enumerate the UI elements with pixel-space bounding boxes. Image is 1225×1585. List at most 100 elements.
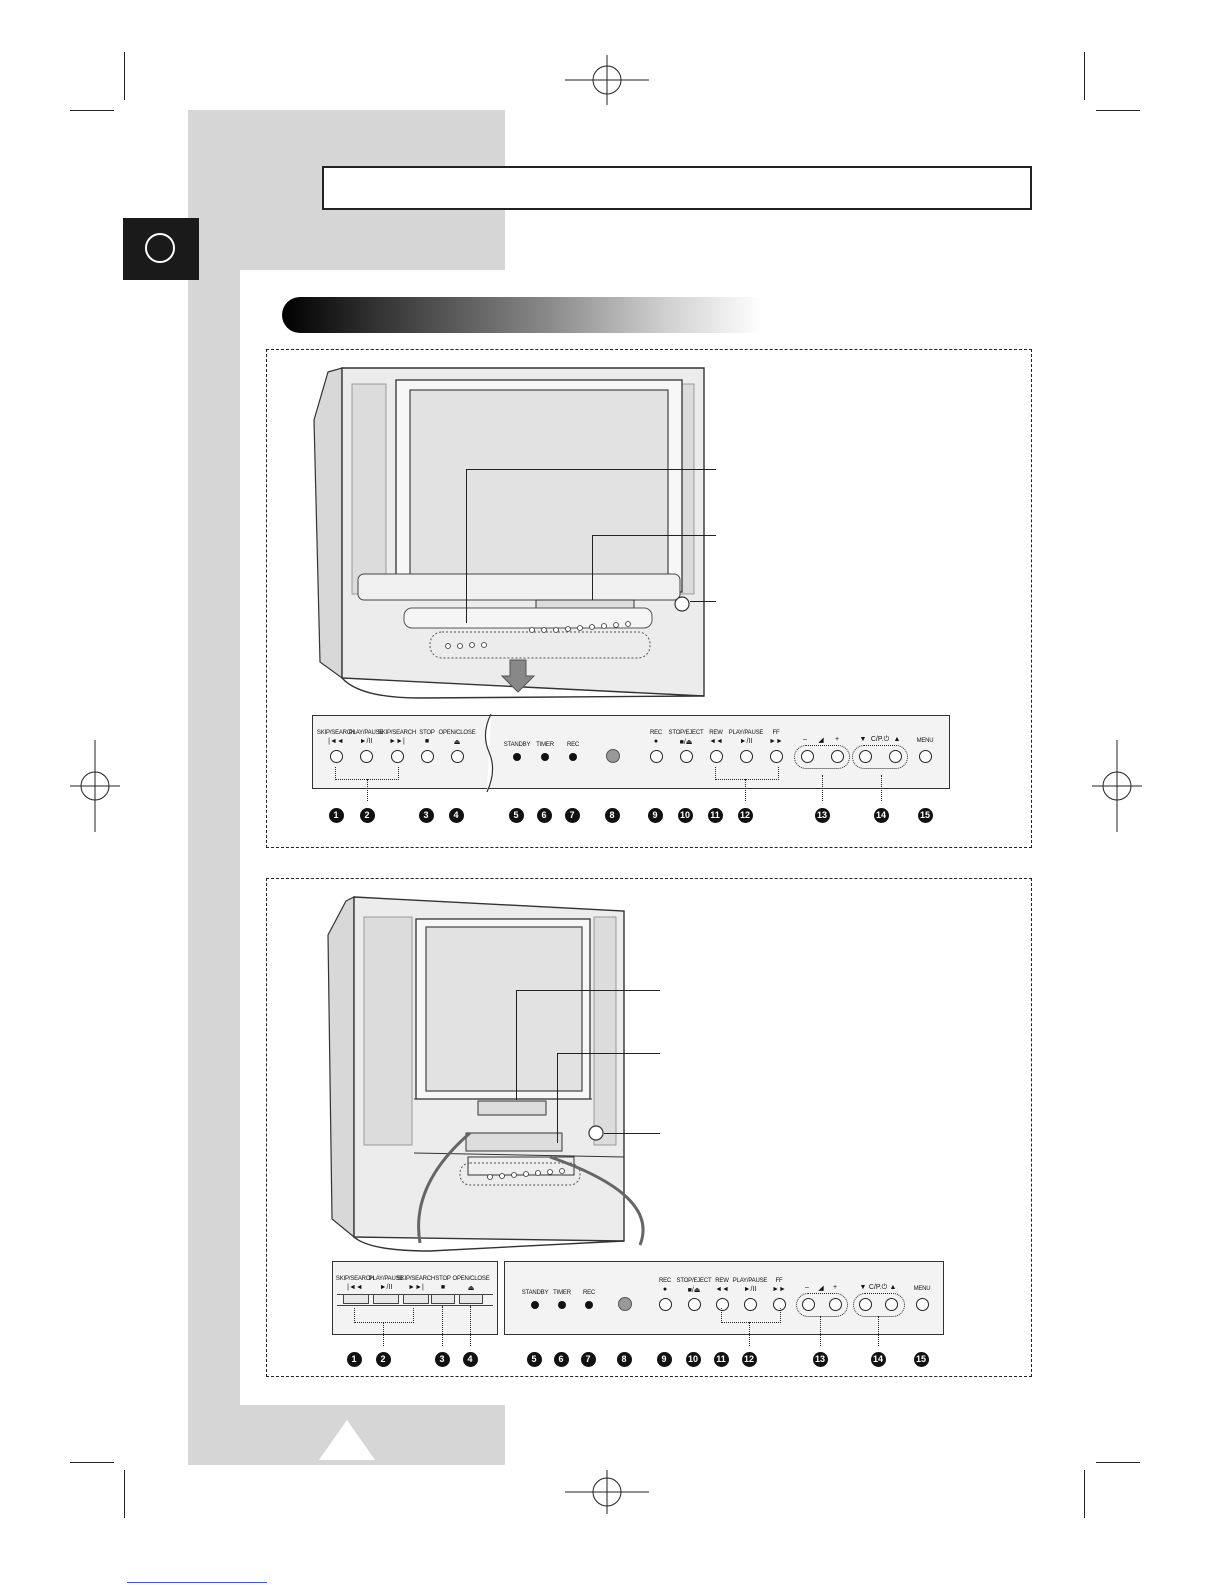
front-panel-model-a: SKIP/SEARCH |◄◄ PLAY/PAUSE ►/II SKIP/SEA… (312, 714, 950, 792)
callout-number: 2 (375, 1352, 391, 1367)
skip-back-button[interactable] (343, 1294, 369, 1304)
stop-button[interactable] (420, 750, 434, 763)
rew-button[interactable] (709, 750, 723, 763)
volume-up-button[interactable] (828, 1298, 842, 1311)
ff-button[interactable] (769, 750, 783, 763)
callout-line (592, 535, 716, 536)
play-pause-button[interactable] (373, 1294, 399, 1304)
callout-number: 13 (814, 808, 830, 823)
standby-label: STANDBY (503, 742, 531, 748)
crop-mark (1084, 52, 1085, 100)
section-heading-bar (282, 297, 762, 333)
menu-button[interactable] (915, 1298, 929, 1311)
callout-number: 3 (418, 808, 434, 823)
stop-label: STOP (419, 730, 435, 736)
skip-forward-button[interactable] (390, 750, 404, 763)
play-pause-symbol: ►/II (379, 1284, 393, 1291)
timer-label: TIMER (536, 742, 554, 748)
skip-back-label: SKIP/SEARCH (316, 730, 356, 736)
tv-illustration-model-b (327, 896, 645, 1252)
callout-number: 11 (713, 1352, 729, 1367)
play-pause-button[interactable] (359, 750, 373, 763)
rew-label: REW (709, 730, 723, 736)
open-close-button[interactable] (450, 750, 464, 763)
skip-forward-symbol: ►►| (389, 738, 405, 745)
channel-down-label: ▼ (859, 1284, 867, 1291)
channel-label: C/P.⏻ (868, 1284, 888, 1291)
callout-number: 11 (707, 808, 723, 823)
rew-label: REW (715, 1278, 729, 1284)
bracket-line (822, 775, 823, 801)
ff-button[interactable] (772, 1298, 786, 1311)
skip-forward-symbol: ►►| (408, 1284, 424, 1291)
callout-number: 12 (737, 808, 753, 823)
open-close-button[interactable] (459, 1294, 483, 1304)
remote-sensor (618, 1297, 632, 1311)
callout-number: 1 (328, 808, 344, 823)
vcr-play-pause-button[interactable] (743, 1298, 757, 1311)
channel-up-button[interactable] (888, 750, 902, 763)
volume-plus-label: + (834, 736, 840, 743)
channel-up-label: ▲ (893, 736, 901, 743)
rec-indicator-label: REC (566, 742, 580, 748)
volume-icon: ◢ (818, 1285, 824, 1292)
volume-down-button[interactable] (800, 750, 814, 763)
stop-button[interactable] (431, 1294, 455, 1304)
language-circle-icon (145, 233, 175, 263)
callout-line (516, 990, 660, 991)
callout-line (604, 1133, 660, 1134)
skip-forward-button[interactable] (403, 1294, 429, 1304)
stop-eject-symbol: ■/⏏ (687, 1287, 701, 1294)
callout-number: 4 (462, 1352, 478, 1367)
rec-indicator (569, 753, 577, 761)
callout-number: 14 (873, 808, 889, 823)
timer-label: TIMER (553, 1290, 571, 1296)
bracket-line (367, 779, 368, 801)
callout-line (466, 469, 467, 623)
open-close-symbol: ⏏ (453, 739, 461, 746)
rec-label: REC (649, 730, 663, 736)
play-pause-symbol: ►/II (359, 738, 373, 745)
callout-number: 10 (677, 808, 693, 823)
tv-illustration-model-a (313, 367, 705, 699)
callout-line (557, 1053, 660, 1054)
channel-up-button[interactable] (884, 1298, 898, 1311)
footer-underline (127, 1582, 267, 1583)
stop-eject-button[interactable] (679, 750, 693, 763)
volume-down-button[interactable] (801, 1298, 815, 1311)
front-panel-model-b-tray: SKIP/SEARCH |◄◄ PLAY/PAUSE ►/II SKIP/SEA… (332, 1261, 498, 1335)
panel-break-icon (484, 714, 494, 792)
callout-number: 5 (508, 808, 524, 823)
ff-label: FF (775, 1278, 783, 1284)
timer-indicator (558, 1301, 566, 1309)
skip-back-button[interactable] (329, 750, 343, 763)
remote-sensor (606, 749, 620, 763)
rec-button[interactable] (658, 1298, 672, 1311)
bracket-line (745, 779, 746, 801)
vcr-play-pause-button[interactable] (739, 750, 753, 763)
stop-eject-button[interactable] (687, 1298, 701, 1311)
rec-button[interactable] (649, 750, 663, 763)
crop-mark (124, 1470, 125, 1518)
bracket-line (470, 1306, 471, 1346)
callout-number: 6 (536, 808, 552, 823)
callout-number: 3 (434, 1352, 450, 1367)
play-pause-label: PLAY/PAUSE (348, 730, 384, 736)
bracket-line (383, 1322, 384, 1346)
menu-button[interactable] (918, 750, 932, 763)
language-tab (123, 218, 199, 280)
channel-down-button[interactable] (858, 750, 872, 763)
channel-down-button[interactable] (858, 1298, 872, 1311)
ff-label: FF (772, 730, 780, 736)
bracket-line (721, 1308, 781, 1323)
rew-button[interactable] (715, 1298, 729, 1311)
volume-up-button[interactable] (830, 750, 844, 763)
volume-minus-label: – (803, 736, 807, 743)
rec-indicator-label: REC (582, 1290, 596, 1296)
callout-number: 6 (553, 1352, 569, 1367)
callout-number: 9 (656, 1352, 672, 1367)
registration-mark-top (565, 55, 649, 105)
ff-symbol: ►► (772, 1286, 786, 1293)
bracket-line (878, 1316, 879, 1346)
callout-number: 12 (741, 1352, 757, 1367)
